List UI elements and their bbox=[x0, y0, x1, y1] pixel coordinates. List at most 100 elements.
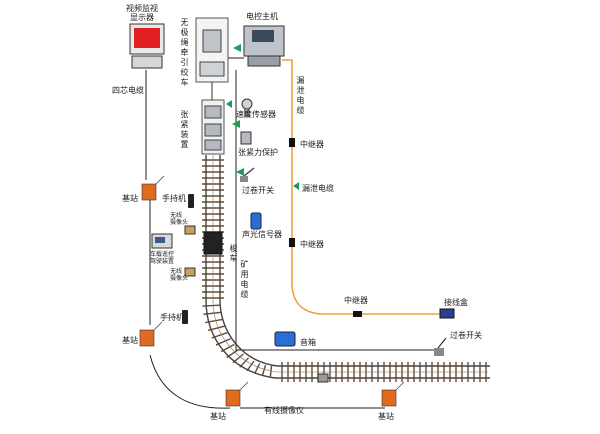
switch-top-base bbox=[240, 176, 248, 182]
handheld-icon-2 bbox=[182, 310, 188, 324]
shuttle-icon bbox=[203, 231, 223, 255]
base-station-icon-4 bbox=[381, 381, 405, 407]
label-overwind-switch-bottom: 过卷开关 bbox=[450, 331, 482, 340]
pointer-switch-top bbox=[236, 168, 244, 176]
label-speed-sensor: 速度传感器 bbox=[236, 110, 276, 119]
base-3-antenna bbox=[239, 381, 249, 391]
handheld-icon-1 bbox=[188, 194, 194, 208]
rail-left bbox=[205, 155, 490, 379]
label-handheld-2: 手持机 bbox=[160, 313, 184, 322]
speed-sensor-icon bbox=[241, 98, 253, 117]
speed-sensor-dial bbox=[241, 98, 253, 110]
rope-line bbox=[212, 155, 488, 373]
label-tension-device: 张紧装置 bbox=[180, 110, 189, 149]
label-base-station-1: 基站 bbox=[122, 194, 138, 203]
monitor-icon bbox=[129, 23, 165, 69]
winch-column bbox=[195, 17, 229, 155]
base-2-antenna bbox=[153, 321, 163, 331]
pointer-speed bbox=[232, 120, 240, 128]
control-host-icon bbox=[243, 25, 285, 67]
label-handheld-1: 手持机 bbox=[162, 194, 186, 203]
label-leaky-cable-top: 漏泄电缆 bbox=[296, 76, 305, 115]
repeater-icon-2 bbox=[289, 238, 295, 247]
camera-icons bbox=[184, 225, 329, 383]
tension-block-3 bbox=[204, 139, 222, 151]
track-tie-25 bbox=[203, 311, 222, 316]
tension-protect-body bbox=[240, 131, 252, 145]
leaky-cable bbox=[282, 59, 440, 315]
junction-box-icon bbox=[439, 308, 455, 319]
label-repeater-2: 中继器 bbox=[300, 240, 324, 249]
repeater-icon-1 bbox=[289, 138, 295, 147]
base-station-icon-2 bbox=[139, 321, 163, 347]
label-base-station-4: 基站 bbox=[378, 412, 394, 421]
label-four-core-cable: 四芯电缆 bbox=[112, 86, 144, 95]
label-repeater-3: 中继器 bbox=[344, 296, 368, 305]
track-tie-24 bbox=[202, 304, 221, 307]
track-tie-36 bbox=[261, 364, 267, 376]
label-wired-camera: 有线摄像仪 bbox=[264, 406, 304, 415]
switch-icon-top bbox=[240, 167, 255, 182]
label-base-station-2: 基站 bbox=[122, 336, 138, 345]
wires bbox=[145, 57, 440, 409]
camera-icon-1 bbox=[184, 225, 196, 235]
camera-icon-2 bbox=[184, 267, 196, 277]
tension-protect-icon bbox=[240, 131, 252, 145]
vehicle-remote-icon bbox=[151, 233, 173, 249]
label-vehicle-remote: 车载遥控 驾驶装置 bbox=[150, 251, 175, 265]
rail-right bbox=[219, 155, 490, 367]
base-2-body bbox=[139, 329, 155, 347]
label-tension-protect: 张紧力保护 bbox=[238, 148, 278, 157]
leaky-cable-line bbox=[282, 59, 440, 315]
track-tie-34 bbox=[246, 360, 255, 372]
label-sound-light-signal: 声光信号器 bbox=[242, 230, 282, 239]
base-4-antenna bbox=[395, 381, 405, 391]
label-leaky-cable-mid: 漏泄电缆 bbox=[302, 184, 334, 193]
mine-cable-line bbox=[235, 70, 440, 351]
repeater-icons bbox=[289, 138, 362, 317]
monitor-stand bbox=[131, 55, 163, 69]
label-speaker: 音箱 bbox=[300, 338, 316, 347]
wire-base2-to-base3 bbox=[149, 354, 231, 409]
tension-block-2 bbox=[204, 123, 222, 137]
camera-icon-wired bbox=[317, 373, 329, 383]
speed-sensor-body bbox=[244, 109, 250, 117]
label-wireless-camera-1: 无线 摄像头 bbox=[170, 212, 189, 226]
repeater-icon-3 bbox=[353, 311, 362, 317]
track-tie-35 bbox=[254, 363, 261, 374]
monitor-screen bbox=[134, 28, 160, 48]
base-station-icon-3 bbox=[225, 381, 249, 407]
base-1-body bbox=[141, 183, 157, 201]
label-control-host: 电控主机 bbox=[246, 12, 278, 21]
pointer-leaky bbox=[293, 182, 299, 190]
pointer-tension bbox=[226, 100, 232, 108]
shuttle-body bbox=[203, 231, 223, 255]
base-station-icons bbox=[139, 175, 405, 407]
handheld-icons bbox=[182, 194, 194, 324]
label-shuttle: 梭车 bbox=[229, 244, 238, 263]
vehicle-remote-screen bbox=[155, 237, 165, 243]
base-station-icon-1 bbox=[141, 175, 165, 201]
tension-block-1 bbox=[204, 105, 222, 119]
speaker-icon bbox=[274, 331, 296, 347]
winch-base bbox=[199, 61, 225, 77]
base-1-antenna bbox=[155, 175, 165, 185]
label-endless-winch: 无极绳牵引绞车 bbox=[180, 18, 189, 87]
label-mine-cable: 矿用电缆 bbox=[240, 260, 249, 299]
speaker-body bbox=[274, 331, 296, 347]
pointers bbox=[226, 44, 299, 190]
label-junction-box: 接线盒 bbox=[444, 298, 468, 307]
label-video-monitor: 视频监视 显示器 bbox=[126, 4, 158, 22]
label-base-station-3: 基站 bbox=[210, 412, 226, 421]
switch-top-arm bbox=[243, 167, 255, 177]
host-screen bbox=[252, 30, 274, 42]
base-4-body bbox=[381, 389, 397, 407]
label-overwind-switch-top: 过卷开关 bbox=[242, 186, 274, 195]
label-repeater-1: 中继器 bbox=[300, 140, 324, 149]
host-stand bbox=[247, 55, 281, 67]
switch-bottom-base bbox=[434, 348, 444, 356]
base-3-body bbox=[225, 389, 241, 407]
switch-icon-bottom bbox=[434, 337, 447, 356]
